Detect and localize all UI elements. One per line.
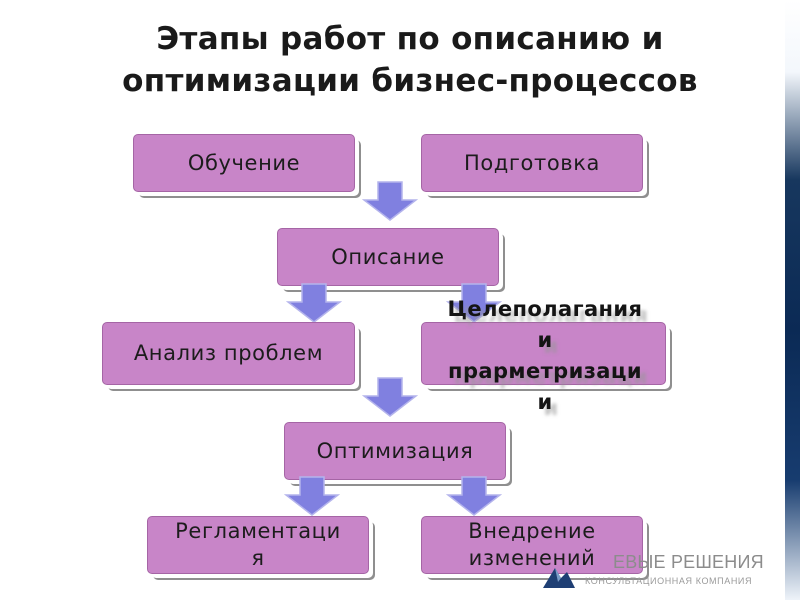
logo-subtitle: КОНСУЛЬТАЦИОННАЯ КОМПАНИЯ [585,576,753,586]
node-problem-analysis: Анализ проблем [102,322,355,385]
down-arrow-2 [286,283,342,323]
down-arrow-1 [362,181,418,221]
goal-setting-line-2: и [537,328,553,352]
title-line-2: оптимизации бизнес-процессов [122,63,698,99]
goal-setting-line-3: прарметризаци [448,359,642,383]
node-regulation-text: Регламентаци я [175,518,341,572]
node-description-label: Описание [331,244,445,269]
regulation-line-2: я [251,546,265,570]
slide-title: Этапы работ по описанию и оптимизации би… [40,18,780,102]
down-arrow-3 [446,283,502,323]
node-description: Описание [277,228,499,286]
node-preparation-label: Подготовка [463,150,601,175]
node-goal-setting-text: Целеполагания и прарметризаци и [425,294,665,418]
node-problem-analysis-label: Анализ проблем [133,341,324,365]
company-logo: ЕВЫЕ РЕШЕНИЯ КОНСУЛЬТАЦИОННАЯ КОМПАНИЯ [535,548,780,593]
node-training-label: Обучение [187,150,301,175]
node-preparation: Подготовка [421,134,643,192]
slide-edge-bar [785,0,800,600]
implementation-line-2: изменений [468,546,596,570]
node-training: Обучение [133,134,355,192]
logo-name: ЕВЫЕ РЕШЕНИЯ [613,552,764,572]
node-optimization: Оптимизация [284,422,506,480]
regulation-line-1: Регламентаци [175,519,341,543]
logo-mark-icon [543,568,575,588]
node-implementation-text: Внедрение изменений [468,518,596,572]
node-implementation: Внедрение изменений [421,516,643,574]
node-goal-setting [421,322,666,385]
down-arrow-6 [446,476,502,516]
down-arrow-5 [284,476,340,516]
goal-setting-line-1: Целеполагания [447,297,643,321]
implementation-line-1: Внедрение [468,519,596,543]
goal-setting-line-4: и [537,390,553,414]
node-regulation: Регламентаци я [147,516,369,574]
node-optimization-label: Оптимизация [316,438,474,463]
title-line-1: Этапы работ по описанию и [156,21,664,57]
down-arrow-4 [362,377,418,417]
